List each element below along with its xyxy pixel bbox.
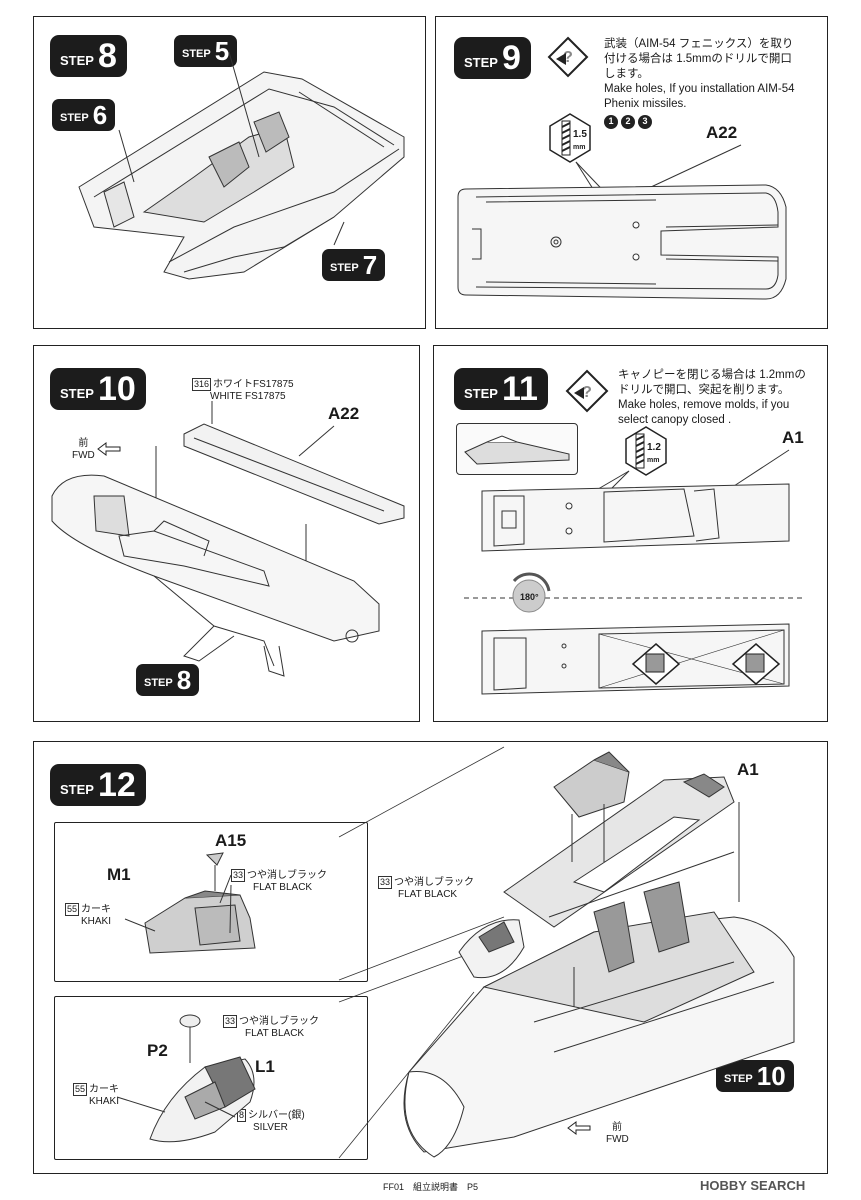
drill-warning-icon: ? [565, 369, 609, 413]
page-footer: FF01 組立説明書 P5 [383, 1182, 479, 1192]
part-l1-label: L1 [255, 1057, 275, 1076]
forward-arrow-icon [567, 1121, 591, 1135]
part-a22-drawing [457, 144, 787, 300]
mold-removal-detail-left [631, 643, 681, 685]
part-a15-label: A15 [215, 831, 247, 850]
step12-main-assembly-drawing [338, 746, 795, 1159]
svg-text:?: ? [582, 384, 592, 401]
step10-assembly-drawing [51, 401, 405, 677]
rotate-180-icon [512, 572, 551, 613]
rotate-180-label: 180° [520, 592, 539, 602]
svg-text:?: ? [563, 49, 573, 66]
step11-instruction: キャノピーを閉じる場合は 1.2mmの ドリルで開口、突起を削ります。 Make… [618, 369, 806, 426]
part-a22-label: A22 [328, 404, 360, 423]
part-a22-label: A22 [706, 123, 738, 142]
drill-bit-icon [625, 426, 667, 476]
mold-removal-detail-right [731, 643, 781, 685]
canopy-closed-thumbnail [456, 423, 578, 475]
forward-indicator: 前 FWD [72, 438, 95, 461]
part-p2-label: P2 [147, 1041, 168, 1060]
step9-instruction: 武装（AIM-54 フェニックス）を取り 付ける場合は 1.5mmのドリルで開口… [604, 37, 824, 129]
forward-indicator: 前 FWD [606, 1122, 629, 1145]
part-a1-label: A1 [737, 760, 759, 779]
part-a1-top-drawing [464, 449, 804, 695]
fuselage-cockpit-drawing [78, 51, 405, 280]
watermark: HOBBY SEARCH [700, 1178, 806, 1193]
part-m1-label: M1 [107, 865, 131, 884]
l1-canopy-drawing [116, 1014, 256, 1143]
forward-arrow-icon [97, 442, 121, 456]
part-a1-label: A1 [782, 428, 804, 447]
drill-bit-icon [549, 113, 591, 163]
drill-warning-icon: ? [547, 36, 589, 78]
m1-seat-drawing [124, 852, 256, 954]
